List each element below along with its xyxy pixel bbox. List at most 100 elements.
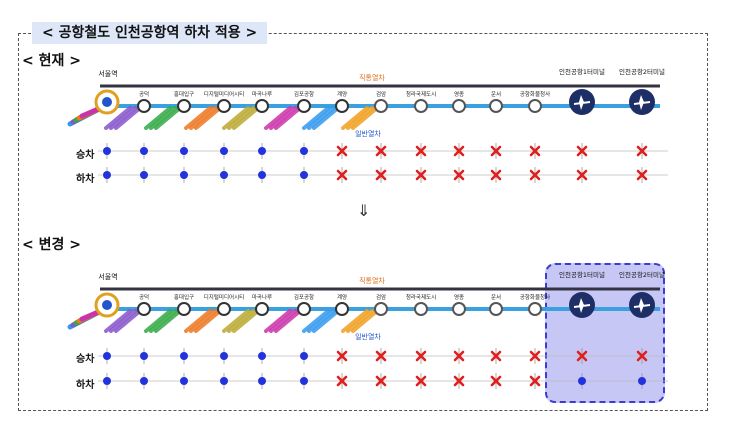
page-title: < 공항철도 인천공항역 하차 적용 > xyxy=(32,22,268,44)
allowed-dot-icon xyxy=(220,147,228,155)
transfer-stripe xyxy=(312,106,340,130)
transfer-stripe xyxy=(144,106,172,130)
row-label-board-after: 승차 xyxy=(76,354,95,365)
not-allowed-cross-icon xyxy=(375,350,387,362)
not-allowed-cross-icon xyxy=(490,169,502,181)
station-label: 공항화물청사 xyxy=(520,90,550,98)
station-marker xyxy=(335,99,349,113)
transfer-stripe xyxy=(269,106,297,130)
allowed-dot-icon xyxy=(103,171,111,179)
not-allowed-cross-icon xyxy=(576,145,588,157)
allowed-dot-icon xyxy=(103,352,111,360)
not-allowed-cross-icon xyxy=(636,145,648,157)
row-label-alight-current: 하차 xyxy=(76,174,95,185)
transfer-stripe xyxy=(232,106,260,130)
allowed-dot-icon xyxy=(258,147,266,155)
station-label: 디지털미디어시티 xyxy=(204,293,244,301)
transfer-stripe xyxy=(189,309,217,333)
origin-station-label: 서울역 xyxy=(98,272,117,281)
airplane-icon xyxy=(574,298,590,313)
allowed-dot-icon xyxy=(220,352,228,360)
allowed-dot-icon xyxy=(140,377,148,385)
station-marker xyxy=(217,99,231,113)
not-allowed-cross-icon xyxy=(490,350,502,362)
not-allowed-cross-icon xyxy=(336,375,348,387)
transfer-stripe xyxy=(144,309,172,333)
station-label: 영종 xyxy=(454,90,464,98)
not-allowed-cross-icon xyxy=(576,350,588,362)
station-marker xyxy=(137,302,151,316)
station-marker xyxy=(374,99,388,113)
airport-station-label: 인천공항2터미널 xyxy=(619,67,665,76)
row-label-alight-after: 하차 xyxy=(76,380,95,391)
transfer-stripe xyxy=(104,309,132,333)
transfer-stripe xyxy=(104,106,132,130)
airplane-icon xyxy=(634,95,650,110)
allowed-dot-icon xyxy=(300,377,308,385)
not-allowed-cross-icon xyxy=(529,375,541,387)
arrow-down-icon: ⇓ xyxy=(357,201,371,220)
not-allowed-cross-icon xyxy=(415,169,427,181)
allowed-dot-icon xyxy=(140,171,148,179)
station-label: 운서 xyxy=(491,293,501,301)
station-marker xyxy=(217,302,231,316)
transfer-stripe xyxy=(232,309,260,333)
station-label: 홍대입구 xyxy=(174,90,194,98)
station-label: 운서 xyxy=(491,90,501,98)
not-allowed-cross-icon xyxy=(375,375,387,387)
station-marker xyxy=(335,302,349,316)
allowed-dot-icon xyxy=(300,147,308,155)
station-marker xyxy=(374,302,388,316)
transfer-stripe xyxy=(346,309,374,333)
content-frame xyxy=(18,33,708,411)
station-label: 공덕 xyxy=(139,91,149,98)
airplane-icon xyxy=(634,298,650,313)
transfer-stripe xyxy=(312,309,340,333)
station-marker xyxy=(528,99,542,113)
allowed-dot-icon xyxy=(140,147,148,155)
station-label: 홍대입구 xyxy=(174,293,194,301)
not-allowed-cross-icon xyxy=(336,169,348,181)
allowed-dot-icon xyxy=(578,377,586,385)
transfer-stripe xyxy=(184,309,212,333)
transfer-stripe xyxy=(307,106,335,130)
station-marker xyxy=(255,99,269,113)
station-marker xyxy=(177,302,191,316)
allowed-dot-icon xyxy=(258,377,266,385)
allowed-dot-icon xyxy=(180,377,188,385)
transfer-stripe xyxy=(227,106,255,130)
allowed-dot-icon xyxy=(180,147,188,155)
not-allowed-cross-icon xyxy=(336,145,348,157)
station-label: 청라국제도시 xyxy=(406,90,436,98)
transfer-stripe xyxy=(109,106,137,130)
allowed-dot-icon xyxy=(220,377,228,385)
station-marker xyxy=(489,99,503,113)
section-label-current: < 현재 > xyxy=(22,53,81,69)
not-allowed-cross-icon xyxy=(375,169,387,181)
airport-station-label: 인천공항1터미널 xyxy=(559,270,605,279)
station-marker xyxy=(452,302,466,316)
transfer-stripe xyxy=(274,106,302,130)
transfer-stripe xyxy=(227,309,255,333)
transfer-stripe xyxy=(222,106,250,130)
not-allowed-cross-icon xyxy=(576,169,588,181)
station-marker xyxy=(255,302,269,316)
transfer-stripe xyxy=(274,309,302,333)
origin-station-label: 서울역 xyxy=(98,69,117,78)
transfer-stripe xyxy=(341,106,369,130)
not-allowed-cross-icon xyxy=(415,145,427,157)
not-allowed-cross-icon xyxy=(336,350,348,362)
allowed-dot-icon xyxy=(180,171,188,179)
airport-station-label: 인천공항2터미널 xyxy=(619,270,665,279)
station-label: 김포공항 xyxy=(294,293,314,301)
station-label: 마곡나루 xyxy=(252,90,272,98)
airport-station-label: 인천공항1터미널 xyxy=(559,67,605,76)
station-marker xyxy=(489,302,503,316)
station-marker xyxy=(528,302,542,316)
transfer-stripe xyxy=(264,309,292,333)
transfer-stripe xyxy=(264,106,292,130)
station-label: 공덕 xyxy=(139,294,149,301)
transfer-stripe xyxy=(194,309,222,333)
transfer-stripe xyxy=(351,309,379,333)
